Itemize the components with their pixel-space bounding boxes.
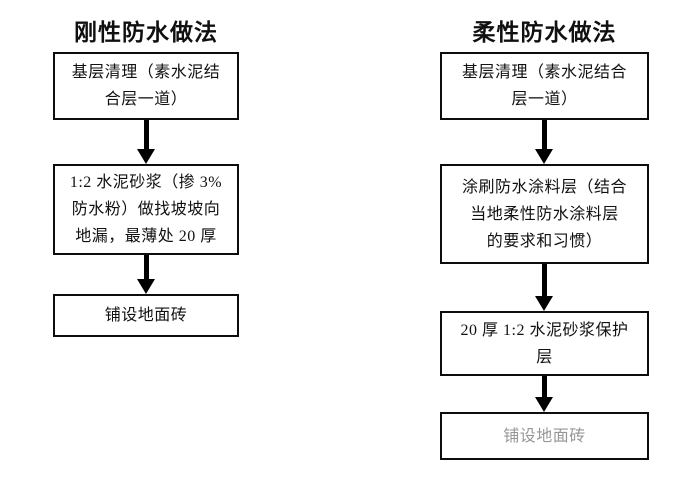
node-rigid-2-label: 1:2 水泥砂浆（掺 3% 防水粉）做找坡坡向 地漏，最薄处 20 厚: [69, 174, 223, 245]
node-flexible-4[interactable]: 铺设地面砖: [440, 412, 649, 460]
column-title-rigid: 刚性防水做法: [74, 20, 218, 45]
node-rigid-3-label: 铺设地面砖: [104, 307, 188, 324]
node-rigid-3[interactable]: 铺设地面砖: [53, 294, 239, 337]
column-title-flexible: 柔性防水做法: [472, 20, 617, 45]
node-flexible-3[interactable]: 20 厚 1:2 水泥砂浆保护 层: [440, 311, 649, 376]
node-rigid-1-label: 基层清理（素水泥结 合层一道）: [71, 64, 221, 108]
node-flexible-3-label: 20 厚 1:2 水泥砂浆保护 层: [460, 321, 629, 366]
node-rigid-2[interactable]: 1:2 水泥砂浆（掺 3% 防水粉）做找坡坡向 地漏，最薄处 20 厚: [53, 164, 239, 255]
node-rigid-1[interactable]: 基层清理（素水泥结 合层一道）: [53, 52, 239, 120]
node-flexible-2[interactable]: 涂刷防水涂料层（结合 当地柔性防水涂料层 的要求和习惯）: [440, 164, 649, 264]
node-flexible-4-label: 铺设地面砖: [503, 427, 586, 445]
node-flexible-1-label: 基层清理（素水泥结合 层一道）: [461, 64, 627, 108]
node-flexible-1[interactable]: 基层清理（素水泥结合 层一道）: [440, 52, 649, 120]
node-flexible-2-label: 涂刷防水涂料层（结合 当地柔性防水涂料层 的要求和习惯）: [461, 178, 627, 250]
